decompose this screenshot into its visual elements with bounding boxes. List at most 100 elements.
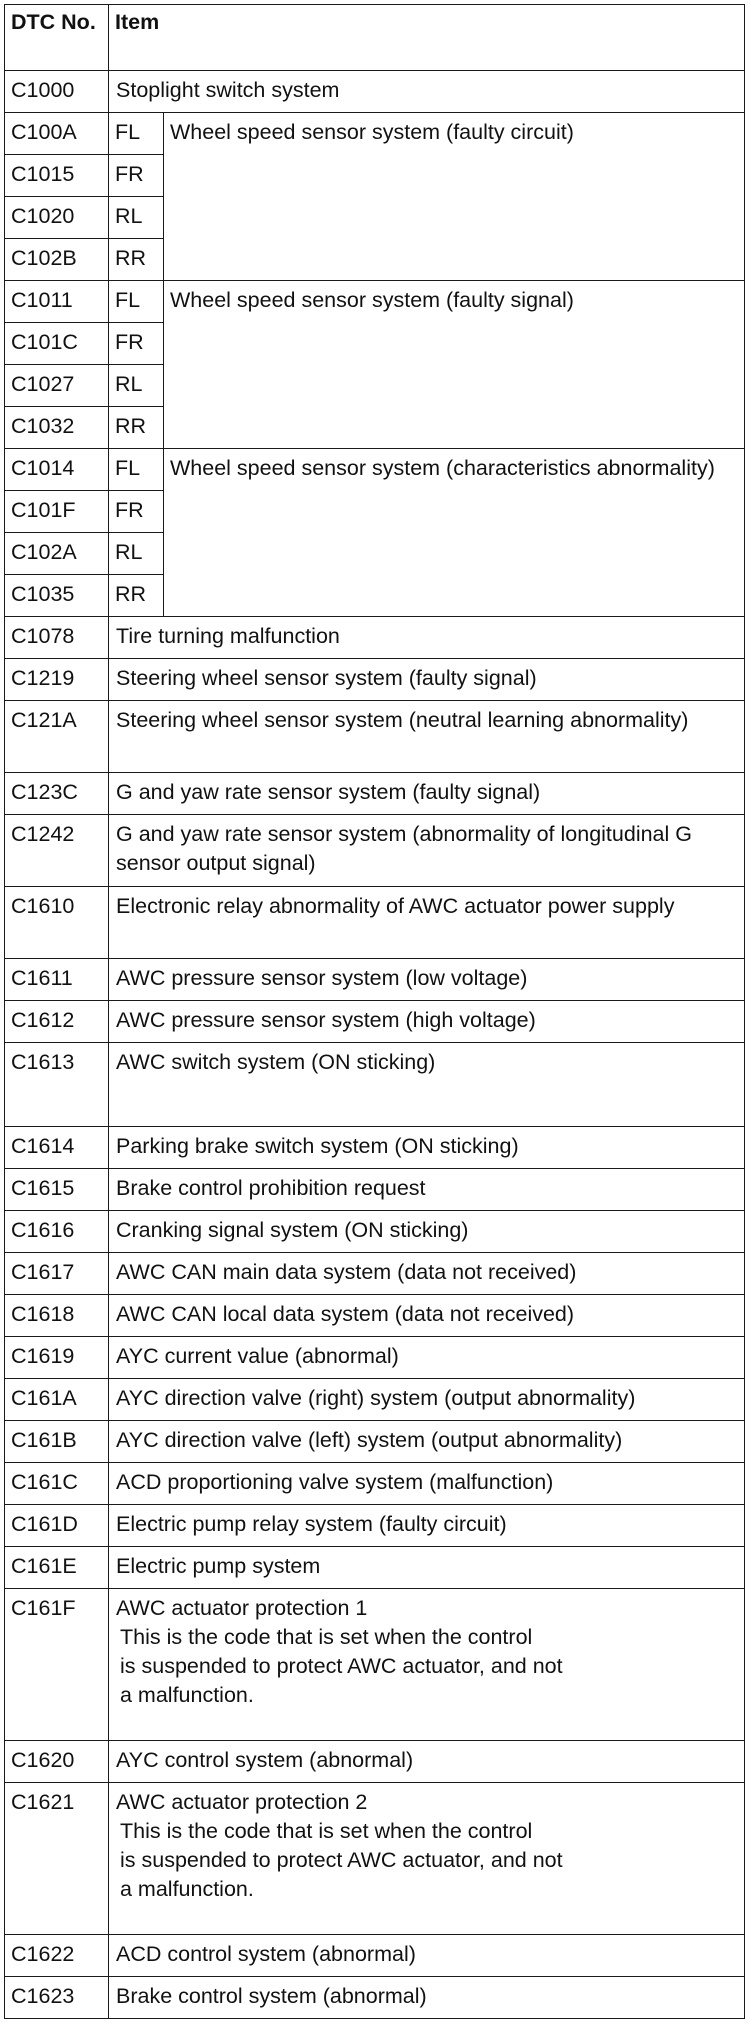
table-row: C1615 Brake control prohibition request <box>4 1168 745 1211</box>
wheel-position: RR <box>108 574 164 617</box>
dtc-code: C1617 <box>4 1252 109 1295</box>
dtc-code: C1614 <box>4 1126 109 1169</box>
dtc-code: C1020 <box>4 196 109 239</box>
dtc-item: AYC current value (abnormal) <box>108 1336 745 1379</box>
dtc-item: Electronic relay abnormality of AWC actu… <box>108 886 745 959</box>
table-row: C1623 Brake control system (abnormal) <box>4 1976 745 2019</box>
dtc-code: C161D <box>4 1504 109 1547</box>
table-row: C1613 AWC switch system (ON sticking) <box>4 1042 745 1127</box>
dtc-code: C1619 <box>4 1336 109 1379</box>
note-line: a malfunction. <box>120 1683 254 1707</box>
dtc-item: Wheel speed sensor system (characteristi… <box>163 448 745 617</box>
dtc-item-cell: AWC actuator protection 2 This is the co… <box>108 1782 745 1935</box>
wheel-position: FL <box>108 112 164 155</box>
table-header-row: DTC No. Item <box>4 4 745 71</box>
table-row: C1610 Electronic relay abnormality of AW… <box>4 886 745 959</box>
dtc-code: C1011 <box>4 280 109 323</box>
table-row: C1616 Cranking signal system (ON stickin… <box>4 1210 745 1253</box>
dtc-item: Wheel speed sensor system (faulty circui… <box>163 112 745 281</box>
table-row: C1622 ACD control system (abnormal) <box>4 1934 745 1977</box>
dtc-item: AWC switch system (ON sticking) <box>108 1042 745 1127</box>
dtc-code: C121A <box>4 700 109 773</box>
dtc-code: C1620 <box>4 1740 109 1783</box>
dtc-item-cell: AWC actuator protection 1 This is the co… <box>108 1588 745 1741</box>
wheel-position: FR <box>108 490 164 533</box>
table-row: C123C G and yaw rate sensor system (faul… <box>4 772 745 815</box>
dtc-item: ACD proportioning valve system (malfunct… <box>108 1462 745 1505</box>
table-row: C1027 RL <box>4 364 745 407</box>
dtc-code: C1015 <box>4 154 109 197</box>
dtc-code: C1621 <box>4 1782 109 1935</box>
dtc-code: C1014 <box>4 448 109 491</box>
dtc-code: C1032 <box>4 406 109 449</box>
dtc-code: C102B <box>4 238 109 281</box>
table-row: C1242 G and yaw rate sensor system (abno… <box>4 814 745 887</box>
dtc-item: Cranking signal system (ON sticking) <box>108 1210 745 1253</box>
table-row: C1011 FL Wheel speed sensor system (faul… <box>4 280 745 449</box>
dtc-code: C102A <box>4 532 109 575</box>
table-row: C161A AYC direction valve (right) system… <box>4 1378 745 1421</box>
dtc-code: C101F <box>4 490 109 533</box>
dtc-item: ACD control system (abnormal) <box>108 1934 745 1977</box>
table-row: C161D Electric pump relay system (faulty… <box>4 1504 745 1547</box>
table-row: C1035 RR <box>4 574 745 617</box>
dtc-item: AWC pressure sensor system (high voltage… <box>108 1000 745 1043</box>
dtc-item: AWC pressure sensor system (low voltage) <box>108 958 745 1001</box>
dtc-item: Steering wheel sensor system (faulty sig… <box>108 658 745 701</box>
dtc-code: C1623 <box>4 1976 109 2019</box>
dtc-item: Parking brake switch system (ON sticking… <box>108 1126 745 1169</box>
dtc-item: Brake control system (abnormal) <box>108 1976 745 2019</box>
dtc-code: C161F <box>4 1588 109 1741</box>
dtc-code: C1616 <box>4 1210 109 1253</box>
dtc-note: This is the code that is set when the co… <box>116 1817 738 1904</box>
dtc-item: AWC CAN main data system (data not recei… <box>108 1252 745 1295</box>
dtc-item: Steering wheel sensor system (neutral le… <box>108 700 745 773</box>
item-header: Item <box>108 4 745 71</box>
dtc-code: C1000 <box>4 70 109 113</box>
dtc-item: AYC control system (abnormal) <box>108 1740 745 1783</box>
dtc-item: Wheel speed sensor system (faulty signal… <box>163 280 745 449</box>
wheel-position: RL <box>108 196 164 239</box>
dtc-code: C1078 <box>4 616 109 659</box>
dtc-item: Electric pump system <box>108 1546 745 1589</box>
table-row: C1611 AWC pressure sensor system (low vo… <box>4 958 745 1001</box>
dtc-code: C1242 <box>4 814 109 887</box>
dtc-code: C123C <box>4 772 109 815</box>
dtc-code: C1612 <box>4 1000 109 1043</box>
note-line: a malfunction. <box>120 1877 254 1901</box>
table-row: C1619 AYC current value (abnormal) <box>4 1336 745 1379</box>
table-row: C1014 FL Wheel speed sensor system (char… <box>4 448 745 617</box>
dtc-item: AYC direction valve (left) system (outpu… <box>108 1420 745 1463</box>
dtc-item: Stoplight switch system <box>108 70 745 113</box>
dtc-code: C101C <box>4 322 109 365</box>
dtc-table-container: DTC No. Item C1000 Stoplight switch syst… <box>4 4 745 2019</box>
dtc-item: Electric pump relay system (faulty circu… <box>108 1504 745 1547</box>
table-row: C1219 Steering wheel sensor system (faul… <box>4 658 745 701</box>
dtc-code: C1027 <box>4 364 109 407</box>
table-row: C1000 Stoplight switch system <box>4 70 745 113</box>
wheel-position: FL <box>108 280 164 323</box>
dtc-item: AWC actuator protection 2 <box>116 1790 368 1814</box>
note-line: is suspended to protect AWC actuator, an… <box>120 1848 563 1872</box>
dtc-code: C1219 <box>4 658 109 701</box>
table-row: C1620 AYC control system (abnormal) <box>4 1740 745 1783</box>
dtc-code: C161A <box>4 1378 109 1421</box>
dtc-code: C1610 <box>4 886 109 959</box>
dtc-item: Tire turning malfunction <box>108 616 745 659</box>
table-row: C1618 AWC CAN local data system (data no… <box>4 1294 745 1337</box>
dtc-no-header: DTC No. <box>4 4 109 71</box>
table-row: C1032 RR <box>4 406 745 449</box>
wheel-position: RR <box>108 238 164 281</box>
table-row: C121A Steering wheel sensor system (neut… <box>4 700 745 773</box>
table-row: C101F FR <box>4 490 745 533</box>
table-row: C1617 AWC CAN main data system (data not… <box>4 1252 745 1295</box>
dtc-item: G and yaw rate sensor system (faulty sig… <box>108 772 745 815</box>
dtc-code: C1035 <box>4 574 109 617</box>
wheel-position: RR <box>108 406 164 449</box>
dtc-item: Brake control prohibition request <box>108 1168 745 1211</box>
dtc-code: C1613 <box>4 1042 109 1127</box>
dtc-code: C1622 <box>4 1934 109 1977</box>
dtc-item: AYC direction valve (right) system (outp… <box>108 1378 745 1421</box>
table-row: C102A RL <box>4 532 745 575</box>
table-row: C100A FL Wheel speed sensor system (faul… <box>4 112 745 281</box>
